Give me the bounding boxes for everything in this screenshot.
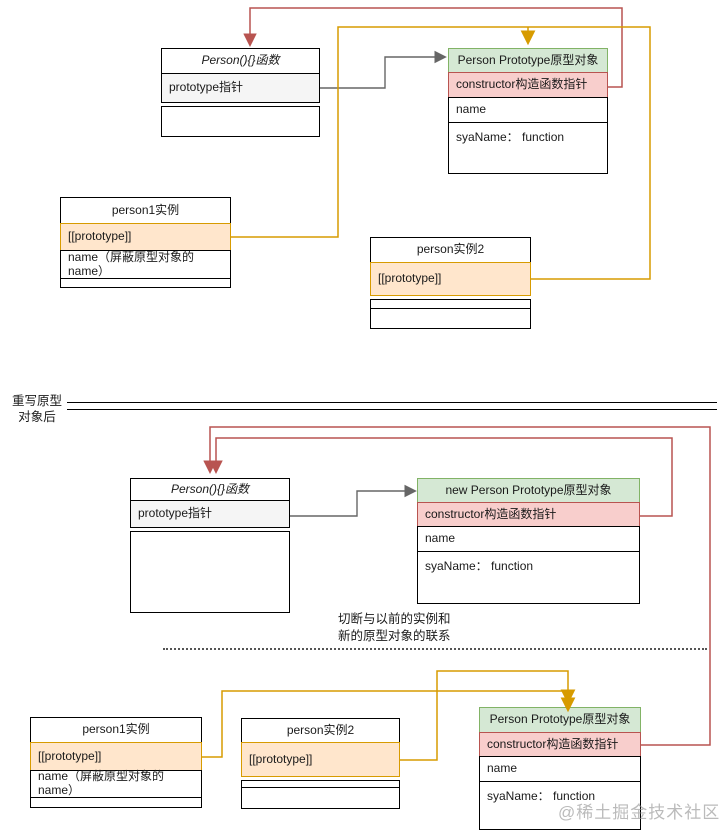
person2-instance-box-top: person实例2 [[prototype]] — [370, 237, 531, 329]
person1-instance-box-top: person1实例 [[prototype]] name（屏蔽原型对象的name… — [60, 197, 231, 288]
title-row: person1实例 — [30, 717, 202, 743]
name-row: name（屏蔽原型对象的name） — [60, 250, 231, 279]
title-row: person实例2 — [370, 237, 531, 263]
person1-instance-box-bottom: person1实例 [[prototype]] name（屏蔽原型对象的name… — [30, 717, 202, 808]
person2-instance-box-bottom: person实例2 [[prototype]] — [241, 718, 400, 809]
divider-line-bottom — [67, 409, 717, 410]
sayname-row: syaName： function — [448, 122, 608, 174]
empty-row — [30, 797, 202, 808]
dotted-separator — [163, 648, 707, 650]
title-row: person1实例 — [60, 197, 231, 224]
name-row: name — [417, 526, 640, 552]
sayname-row: syaName： function — [479, 781, 641, 830]
empty-row — [130, 531, 290, 613]
title-row: Person(){}函数 — [130, 478, 290, 501]
cut-note: 切断与以前的实例和 新的原型对象的联系 — [338, 611, 451, 645]
title-row: Person Prototype原型对象 — [448, 48, 608, 73]
cut-note-line1: 切断与以前的实例和 — [338, 612, 451, 626]
empty-row — [60, 278, 231, 288]
arrow-gray-prototype-to-object-top — [320, 50, 447, 89]
prototype-object-box-top: Person Prototype原型对象 constructor构造函数指针 n… — [448, 48, 608, 174]
name-row: name — [448, 97, 608, 123]
watermark: @稀土掘金技术社区 — [558, 803, 719, 822]
function-box-top: Person(){}函数 prototype指针 — [161, 48, 320, 137]
constructor-pointer-row: constructor构造函数指针 — [479, 732, 641, 757]
arrow-gray-prototype-to-new-object-bottom — [290, 484, 417, 517]
sayname-row: syaName： function — [417, 551, 640, 604]
cut-note-line2: 新的原型对象的联系 — [338, 629, 451, 643]
title-row: Person Prototype原型对象 — [479, 707, 641, 733]
new-prototype-object-box: new Person Prototype原型对象 constructor构造函数… — [417, 478, 640, 604]
prototype-row: [[prototype]] — [370, 262, 531, 296]
prototype-pointer-row: prototype指针 — [130, 500, 290, 528]
empty-row — [161, 106, 320, 137]
empty-row — [241, 787, 400, 809]
divider-label: 重写原型 对象后 — [6, 393, 68, 425]
prototype-row: [[prototype]] — [30, 742, 202, 771]
prototype-row: [[prototype]] — [60, 223, 231, 251]
divider-label-line1: 重写原型 — [11, 394, 62, 408]
constructor-pointer-row: constructor构造函数指针 — [417, 502, 640, 527]
constructor-pointer-row: constructor构造函数指针 — [448, 72, 608, 98]
empty-row — [370, 308, 531, 329]
divider-line-top — [67, 402, 717, 403]
title-row: new Person Prototype原型对象 — [417, 478, 640, 503]
prototype-row: [[prototype]] — [241, 742, 400, 777]
title-row: Person(){}函数 — [161, 48, 320, 74]
title-row: person实例2 — [241, 718, 400, 743]
name-row: name（屏蔽原型对象的name） — [30, 769, 202, 798]
name-row: name — [479, 756, 641, 782]
divider-label-line2: 对象后 — [18, 410, 56, 424]
prototype-pointer-row: prototype指针 — [161, 73, 320, 103]
function-box-bottom: Person(){}函数 prototype指针 — [130, 478, 290, 613]
